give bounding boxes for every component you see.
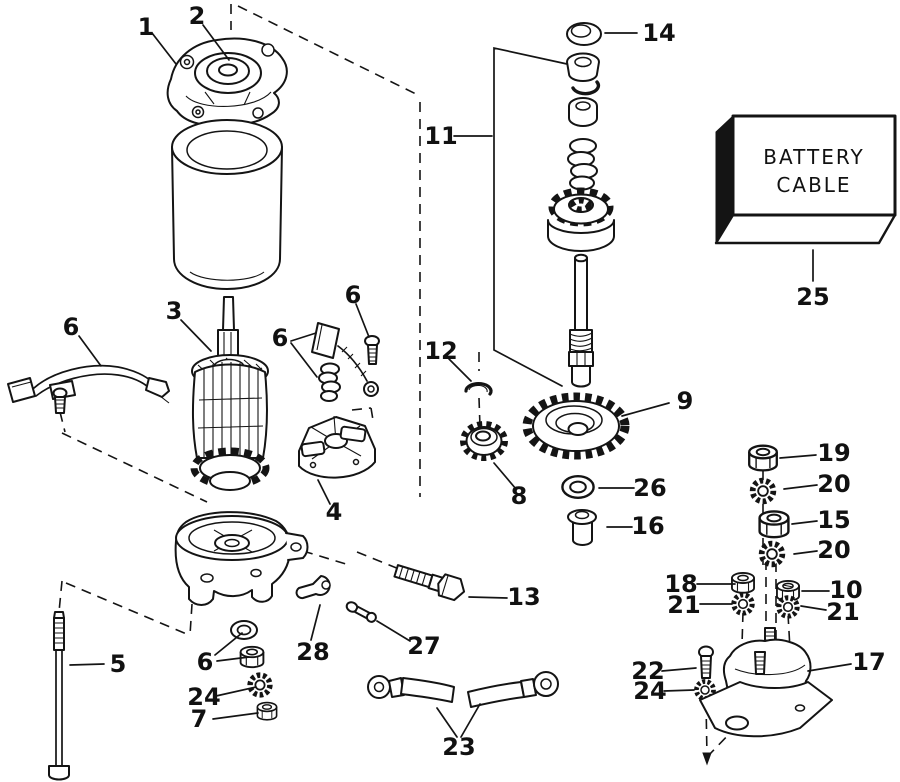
part-brush-plate [298,415,376,479]
callout-4: 4 [326,498,343,526]
callout-22: 22 [631,657,664,685]
part-snap-ring [464,381,493,396]
part-clamp-screw [345,601,377,623]
callout-2: 2 [189,2,206,30]
battery-cable-label-line2: CABLE [776,173,851,197]
callout-19: 19 [817,439,850,467]
part-bushing [567,509,597,546]
callout-24a: 24 [187,683,220,711]
callout-10: 10 [829,576,862,604]
callout-26: 26 [633,474,666,502]
part-drive-end-cap [166,37,288,126]
part-motor-housing [171,119,283,290]
callout-18: 18 [664,570,697,598]
callout-21b: 21 [826,598,859,626]
callout-11: 11 [424,122,457,150]
part-through-bolt [48,611,70,781]
callout-6c: 6 [345,281,362,309]
part-pinion-gear [460,421,508,461]
part-solenoid-mount-screw [696,645,713,699]
battery-cable-label-line1: BATTERY [763,145,864,169]
callout-20a: 20 [817,470,850,498]
callout-15: 15 [817,506,850,534]
callout-25: 25 [796,283,829,311]
callout-24b: 24 [633,677,666,705]
part-solenoid [699,627,833,738]
leader-lines [69,24,852,738]
callout-12: 12 [424,337,457,365]
part-mount-bolt [393,564,466,602]
part-armature [190,296,270,491]
part-cable-clamp [295,575,331,600]
callout-23: 23 [442,733,475,761]
part-solenoid-stud-hardware [731,444,800,617]
part-thrust-washer [561,475,595,499]
callout-6b: 6 [272,324,289,352]
part-brush-lead-wire [7,364,170,414]
battery-cable-box: BATTERY CABLE [714,114,897,245]
callout-27: 27 [407,632,440,660]
part-brush-set [311,322,380,402]
callout-3: 3 [166,297,183,325]
callout-1: 1 [138,13,155,41]
part-end-frame [174,511,309,606]
part-cable-links [367,671,559,708]
callout-5: 5 [110,650,127,678]
callout-8: 8 [511,482,528,510]
callout-14: 14 [642,19,675,47]
dashed-arrowhead [702,752,712,766]
callout-7: 7 [191,705,208,733]
callout-6d: 6 [197,648,214,676]
callout-16: 16 [631,512,664,540]
callout-17: 17 [852,648,885,676]
callout-21a: 21 [667,591,700,619]
callout-6a: 6 [63,313,80,341]
callout-13: 13 [507,583,540,611]
callout-9: 9 [677,387,694,415]
callout-20b: 20 [817,536,850,564]
callout-28: 28 [296,638,329,666]
part-drive-gear [522,392,630,460]
part-drive-assembly [547,22,615,388]
